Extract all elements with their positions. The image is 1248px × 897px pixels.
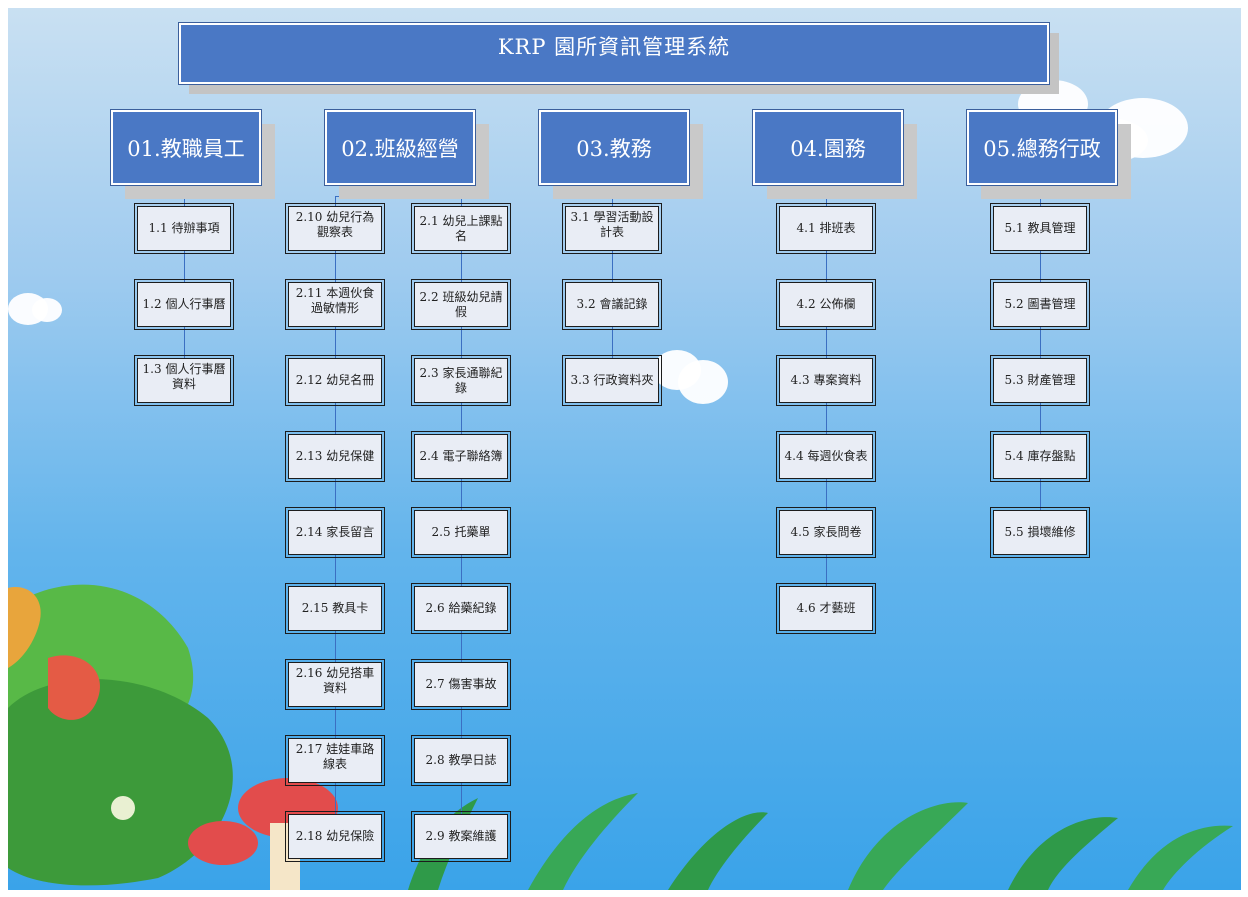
node-5-2[interactable]: 5.2 圖書管理 xyxy=(990,279,1090,330)
heading-academic[interactable]: 03.教務 xyxy=(538,109,690,186)
node-4-5[interactable]: 4.5 家長問卷 xyxy=(776,507,876,558)
grass-blade xyxy=(848,802,968,890)
node-2-7[interactable]: 2.7 傷害事故 xyxy=(411,659,511,710)
node-4-6[interactable]: 4.6 才藝班 xyxy=(776,583,876,634)
connector-line xyxy=(461,196,462,814)
node-5-5[interactable]: 5.5 損壞維修 xyxy=(990,507,1090,558)
node-3-1[interactable]: 3.1 學習活動設計表 xyxy=(562,203,662,254)
connector-line xyxy=(1040,183,1041,510)
node-1-1[interactable]: 1.1 待辦事項 xyxy=(134,203,234,254)
node-2-11[interactable]: 2.11 本週伙食過敏情形 xyxy=(285,279,385,330)
node-3-2[interactable]: 3.2 會議記錄 xyxy=(562,279,662,330)
heading-general-admin[interactable]: 05.總務行政 xyxy=(966,109,1118,186)
system-title: KRP 園所資訊管理系統 xyxy=(497,35,731,59)
node-2-10[interactable]: 2.10 幼兒行為觀察表 xyxy=(285,203,385,254)
mushroom-cap xyxy=(188,821,258,865)
node-2-17[interactable]: 2.17 娃娃車路線表 xyxy=(285,735,385,786)
node-4-2[interactable]: 4.2 公佈欄 xyxy=(776,279,876,330)
node-2-16[interactable]: 2.16 幼兒搭車資料 xyxy=(285,659,385,710)
node-3-3[interactable]: 3.3 行政資料夾 xyxy=(562,355,662,406)
orange-leaf xyxy=(8,587,41,668)
node-2-14[interactable]: 2.14 家長留言 xyxy=(285,507,385,558)
node-2-6[interactable]: 2.6 給藥紀錄 xyxy=(411,583,511,634)
grass-blade xyxy=(668,812,768,890)
node-2-3[interactable]: 2.3 家長通聯紀錄 xyxy=(411,355,511,406)
node-1-3[interactable]: 1.3 個人行事曆資料 xyxy=(134,355,234,406)
cloud-decoration xyxy=(32,298,62,322)
heading-school-affairs[interactable]: 04.園務 xyxy=(752,109,904,186)
node-5-1[interactable]: 5.1 教具管理 xyxy=(990,203,1090,254)
connector-line xyxy=(184,183,185,358)
node-2-9[interactable]: 2.9 教案維護 xyxy=(411,811,511,862)
node-4-4[interactable]: 4.4 每週伙食表 xyxy=(776,431,876,482)
node-5-3[interactable]: 5.3 財產管理 xyxy=(990,355,1090,406)
heading-staff[interactable]: 01.教職員工 xyxy=(110,109,262,186)
grass-blade xyxy=(528,793,638,890)
red-leaf xyxy=(48,655,100,720)
org-chart-canvas: KRP 園所資訊管理系統 01.教職員工 02.班級經營 03.教務 04.園務… xyxy=(8,8,1241,890)
node-2-15[interactable]: 2.15 教具卡 xyxy=(285,583,385,634)
node-2-1[interactable]: 2.1 幼兒上課點名 xyxy=(411,203,511,254)
connector-line xyxy=(612,183,613,358)
grass-blade xyxy=(1008,817,1118,890)
node-2-2[interactable]: 2.2 班級幼兒請假 xyxy=(411,279,511,330)
node-2-18[interactable]: 2.18 幼兒保險 xyxy=(285,811,385,862)
heading-class-management[interactable]: 02.班級經營 xyxy=(324,109,476,186)
big-leaf-left-2 xyxy=(8,679,233,886)
node-4-1[interactable]: 4.1 排班表 xyxy=(776,203,876,254)
node-5-4[interactable]: 5.4 庫存盤點 xyxy=(990,431,1090,482)
node-2-13[interactable]: 2.13 幼兒保健 xyxy=(285,431,385,482)
node-4-3[interactable]: 4.3 專案資料 xyxy=(776,355,876,406)
grass-blade xyxy=(1128,825,1233,890)
node-2-8[interactable]: 2.8 教學日誌 xyxy=(411,735,511,786)
node-2-4[interactable]: 2.4 電子聯絡簿 xyxy=(411,431,511,482)
node-2-12[interactable]: 2.12 幼兒名冊 xyxy=(285,355,385,406)
flower xyxy=(111,796,135,820)
connector-line xyxy=(335,196,461,197)
cloud-decoration xyxy=(678,360,728,404)
node-1-2[interactable]: 1.2 個人行事曆 xyxy=(134,279,234,330)
connector-line xyxy=(335,196,336,814)
connector-line xyxy=(398,183,399,196)
node-2-5[interactable]: 2.5 托藥單 xyxy=(411,507,511,558)
system-title-box: KRP 園所資訊管理系統 xyxy=(178,22,1050,85)
